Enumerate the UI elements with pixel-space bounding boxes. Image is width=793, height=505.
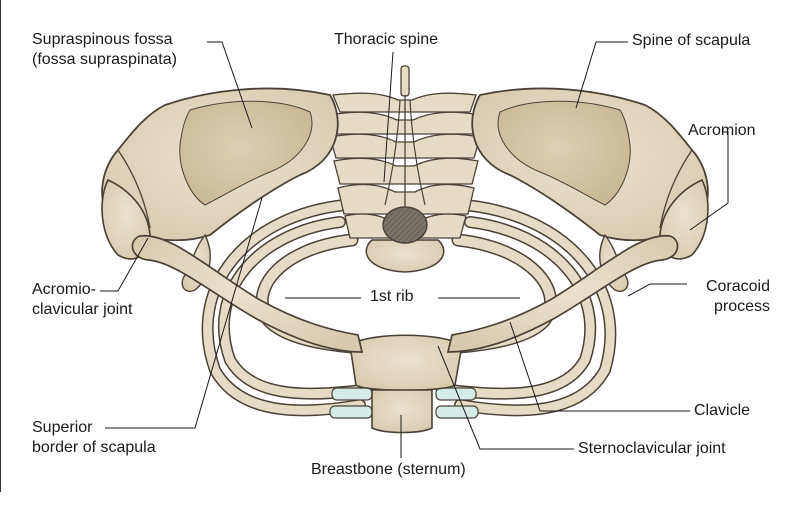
label-coracoid-line1: Coracoid — [690, 277, 770, 297]
label-clavicle: Clavicle — [694, 401, 750, 421]
label-acromioclavicular-line2: clavicular joint — [32, 300, 132, 320]
label-sternoclavicular-joint: Sternoclavicular joint — [578, 439, 726, 459]
label-breastbone: Breastbone (sternum) — [311, 460, 466, 480]
label-superior-border: Superior border of scapula — [32, 418, 156, 458]
label-superior-border-line1: Superior — [32, 418, 156, 438]
label-first-rib: 1st rib — [370, 287, 414, 307]
label-coracoid-line2: process — [690, 297, 770, 317]
label-acromioclavicular-line1: Acromio- — [32, 280, 132, 300]
label-spine-of-scapula: Spine of scapula — [632, 31, 750, 51]
vertebral-canal — [383, 207, 427, 243]
label-coracoid-process: Coracoid process — [690, 277, 770, 317]
label-thoracic-spine: Thoracic spine — [334, 30, 438, 50]
label-supraspinous-fossa-line2: (fossa supraspinata) — [32, 50, 177, 70]
label-superior-border-line2: border of scapula — [32, 438, 156, 458]
label-acromioclavicular-joint: Acromio- clavicular joint — [32, 280, 132, 320]
leader-coracoid — [628, 284, 687, 296]
label-supraspinous-fossa: Supraspinous fossa (fossa supraspinata) — [32, 30, 177, 70]
label-acromion: Acromion — [688, 121, 756, 141]
label-supraspinous-fossa-line1: Supraspinous fossa — [32, 30, 177, 50]
